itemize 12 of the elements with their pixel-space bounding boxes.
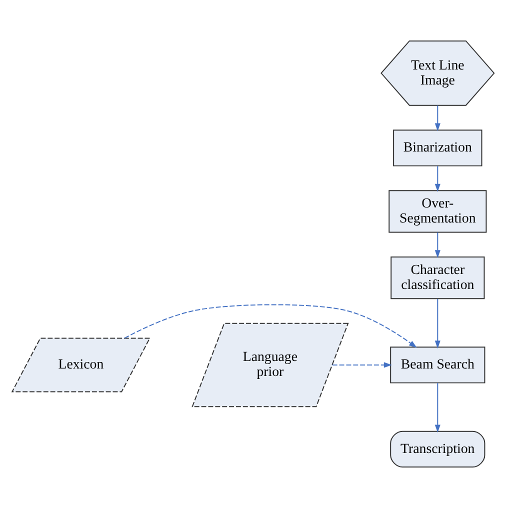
node-box: Transcription — [390, 430, 486, 468]
node-box: Over- Segmentation — [388, 190, 487, 233]
node-box: Beam Search — [390, 346, 486, 384]
node-box: Character classification — [390, 256, 485, 300]
arrow — [434, 166, 440, 192]
arrow — [434, 104, 440, 132]
arrow — [434, 298, 440, 349]
arrow — [332, 362, 392, 368]
arrow — [434, 232, 440, 258]
arrow — [434, 382, 440, 433]
arrow — [124, 304, 417, 348]
node-box: Binarization — [393, 130, 482, 166]
